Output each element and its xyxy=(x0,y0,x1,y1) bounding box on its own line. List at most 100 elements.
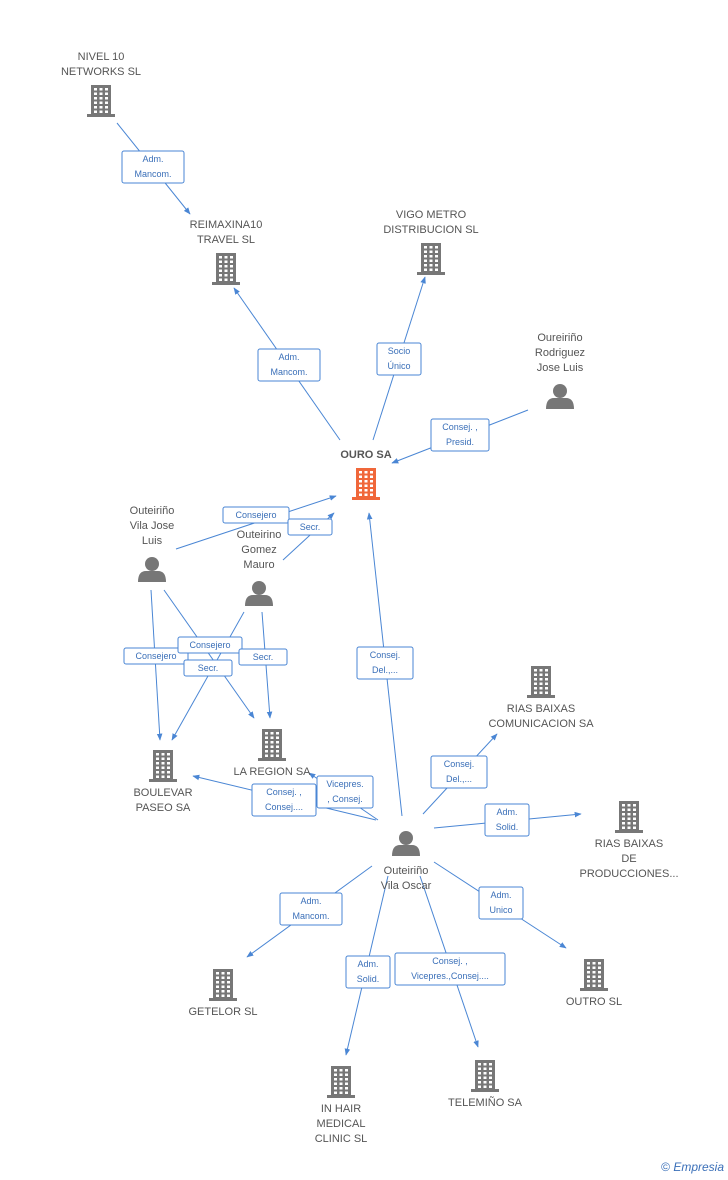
edge-label-oscar-to-getelor[interactable]: Adm. Mancom. xyxy=(279,892,343,926)
node-label: CLINIC SL xyxy=(315,1133,368,1145)
person-icon[interactable] xyxy=(392,831,420,856)
edge-label-oscar-to-ouro[interactable]: Consej.Del.,... xyxy=(356,646,414,680)
edge-label-text: Del.,... xyxy=(372,665,398,675)
edge-label-text: Adm. xyxy=(300,896,321,906)
edge-label-oscar-to-boulevar[interactable]: Consej. ,Consej.... xyxy=(251,783,317,817)
edge-label-box xyxy=(177,636,243,654)
building-icon[interactable] xyxy=(580,959,608,991)
edge-label-box xyxy=(430,418,490,452)
edge-label-text: , Consej. xyxy=(327,794,363,804)
edge-label-box xyxy=(478,886,524,920)
edge-label-outeirinogomez-to-boulevar[interactable]: Secr. xyxy=(183,659,233,677)
edge-label-outeirinogomez-to-laregion[interactable]: Secr. xyxy=(238,648,288,666)
edge-label-oscar-to-inhair[interactable]: Adm.Solid. xyxy=(345,955,391,989)
building-icon[interactable] xyxy=(87,85,115,117)
edge-label-text: Secr. xyxy=(300,522,321,532)
edge-label-box xyxy=(279,892,343,926)
building-icon[interactable] xyxy=(209,969,237,1001)
building-icon[interactable] xyxy=(327,1066,355,1098)
node-inhair[interactable]: IN HAIR MEDICAL CLINIC SL xyxy=(315,1066,368,1145)
node-label: DISTRIBUCION SL xyxy=(383,224,478,236)
node-riasbaixasprod[interactable]: RIAS BAIXASDEPRODUCCIONES... xyxy=(579,801,679,880)
node-label: Outeirino xyxy=(237,529,282,541)
edge-label-text: Solid. xyxy=(357,974,380,984)
building-icon[interactable] xyxy=(258,729,286,761)
edge-label-outeirinovila-to-boulevar[interactable]: Consejero xyxy=(123,647,189,665)
node-ouro[interactable]: OURO SA xyxy=(340,449,392,500)
building-icon[interactable] xyxy=(527,666,555,698)
node-label: MEDICAL xyxy=(317,1118,366,1130)
node-label: REIMAXINA10 xyxy=(190,219,263,231)
edge-label-box xyxy=(430,755,488,789)
node-laregion[interactable]: LA REGION SA xyxy=(233,729,311,778)
person-icon[interactable] xyxy=(245,581,273,606)
edge-label-text: Adm. xyxy=(490,890,511,900)
node-telemino[interactable]: TELEMIÑO SA xyxy=(448,1060,523,1109)
node-outro[interactable]: OUTRO SL xyxy=(566,959,622,1008)
node-label: COMUNICACION SA xyxy=(488,718,594,730)
edge-label-outeirinogomez-to-ouro[interactable]: Secr. xyxy=(287,518,333,536)
edge-label-box xyxy=(356,646,414,680)
edge-label-box xyxy=(287,518,333,536)
edge-label-text: Adm. xyxy=(278,352,299,362)
edge-label-text: Secr. xyxy=(198,663,219,673)
building-icon[interactable] xyxy=(615,801,643,833)
edge-label-box xyxy=(345,955,391,989)
node-label: Jose Luis xyxy=(537,362,584,374)
copyright-symbol: © xyxy=(661,1160,670,1174)
edge-label-text: Mancom. xyxy=(292,911,329,921)
edge-label-oureirino-to-ouro[interactable]: Consej. ,Presid. xyxy=(430,418,490,452)
edge-label-outeirinovila-to-ouro[interactable]: Consejero xyxy=(222,506,290,524)
edge-label-text: Mancom. xyxy=(134,169,171,179)
building-icon[interactable] xyxy=(471,1060,499,1092)
node-label: OURO SA xyxy=(340,449,391,461)
building-icon[interactable] xyxy=(212,253,240,285)
edge-label-oscar-to-riasbaixasprod[interactable]: Adm.Solid. xyxy=(484,803,530,837)
person-icon[interactable] xyxy=(138,557,166,582)
edge-label-text: Unico xyxy=(489,905,512,915)
node-label: IN HAIR xyxy=(321,1103,361,1115)
node-label: Outeiriño xyxy=(384,865,429,877)
edge-label-text: Del.,... xyxy=(446,774,472,784)
edge-label-oscar-to-telemino[interactable]: Consej. ,Vicepres.,Consej.... xyxy=(394,952,506,986)
brand-logo[interactable]: Empresia xyxy=(673,1160,724,1174)
edge-label-box xyxy=(251,783,317,817)
node-getelor[interactable]: GETELOR SL xyxy=(188,969,258,1018)
edge-label-text: Consej. , xyxy=(266,787,302,797)
node-label: PASEO SA xyxy=(136,802,191,814)
edge-label-text: Secr. xyxy=(253,652,274,662)
edge-label-oscar-to-riasbaixascom[interactable]: Consej.Del.,... xyxy=(430,755,488,789)
edge-label-ouro-to-reimaxina[interactable]: Adm.Mancom. xyxy=(257,348,321,382)
edge-label-text: Consejero xyxy=(135,651,176,661)
edge-label-text: Consejero xyxy=(189,640,230,650)
node-label: OUTRO SL xyxy=(566,996,622,1008)
node-label: NIVEL 10 xyxy=(78,51,125,63)
building-icon[interactable] xyxy=(149,750,177,782)
edge-label-text: Presid. xyxy=(446,437,474,447)
node-label: RIAS BAIXAS xyxy=(595,838,663,850)
edge-label-text: Consej. , xyxy=(432,956,468,966)
edge-label-oscar-to-outro[interactable]: Adm. Unico xyxy=(478,886,524,920)
node-label: DE xyxy=(621,853,636,865)
building-icon[interactable] xyxy=(417,243,445,275)
edge-label-oscar-to-laregion[interactable]: Vicepres., Consej. xyxy=(316,775,374,809)
building-icon[interactable] xyxy=(352,468,380,500)
edge-label-box xyxy=(316,775,374,809)
person-icon[interactable] xyxy=(546,384,574,409)
edge-label-outeirinovila-to-laregion[interactable]: Consejero xyxy=(177,636,243,654)
node-label: Gomez xyxy=(241,544,276,556)
edge-label-text: Adm. xyxy=(142,154,163,164)
edge-label-nivel10-to-reimaxina[interactable]: Adm. Mancom. xyxy=(121,150,185,184)
edge-outeirinovila-to-boulevar xyxy=(150,589,163,741)
edge-label-box xyxy=(376,342,422,376)
